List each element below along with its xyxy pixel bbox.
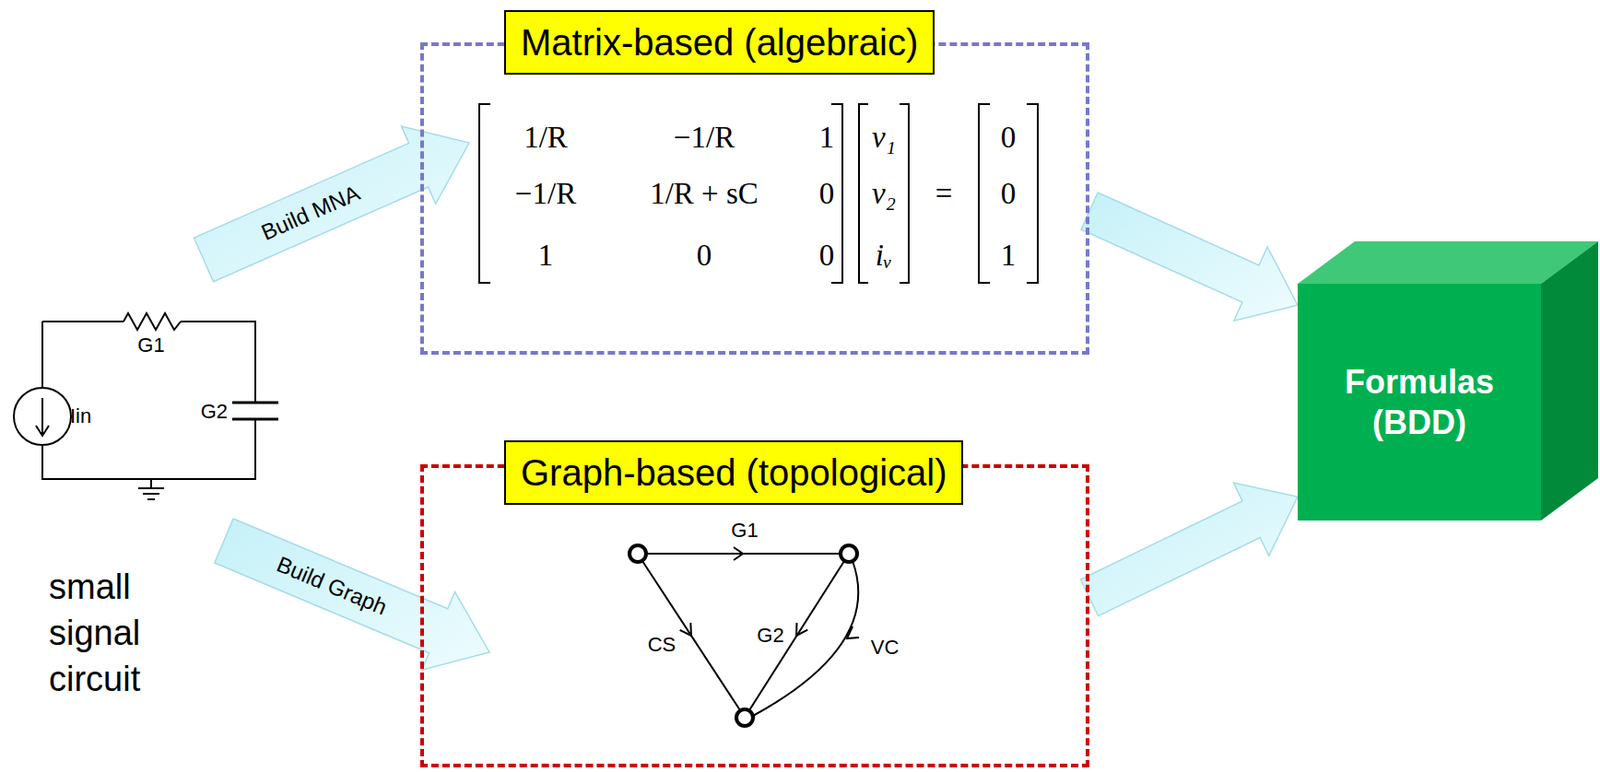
component-name: Iin — [70, 404, 92, 429]
vector-cell: 0 — [1000, 176, 1017, 212]
graph-panel: Graph-based (topological) — [420, 464, 1090, 768]
matrix-bracket — [1026, 104, 1038, 283]
capacitor-symbol — [232, 402, 279, 420]
matrix-cell: −1/R — [673, 120, 735, 155]
arrow-label: Build MNA — [257, 179, 364, 246]
current-source-arrow — [35, 398, 49, 436]
edge-name: G2 — [756, 623, 784, 648]
cube-side — [1541, 241, 1599, 521]
edge-direction — [733, 547, 743, 561]
matrix-cell: 0 — [696, 238, 713, 273]
matrix-cell: 1 — [819, 120, 836, 155]
component-name: G2 — [200, 400, 228, 424]
edge-direction — [680, 623, 692, 636]
block-arrow — [214, 518, 490, 671]
block-arrow-connector — [1080, 482, 1298, 616]
ground-symbol — [138, 479, 165, 500]
matrix-bracket — [978, 104, 990, 283]
component-name: G1 — [137, 333, 165, 358]
graph-edge — [752, 561, 859, 717]
vector-cell: iᵥ — [875, 238, 893, 273]
arrow-label: Build Graph — [272, 552, 391, 622]
matrix-cell: 0 — [819, 176, 836, 212]
equals-sign: = — [935, 176, 953, 212]
vector-cell: 1 — [1000, 238, 1017, 273]
matrix-bracket — [899, 104, 909, 283]
matrix-cell: 0 — [819, 238, 836, 273]
cube-text: Formulas (BDD) — [1327, 362, 1512, 444]
circuit-graph — [629, 545, 859, 727]
matrix-cell: −1/R — [515, 176, 577, 212]
resistor-symbol — [123, 313, 181, 330]
matrix-cell: 1 — [538, 238, 554, 273]
edge-name: G1 — [730, 518, 758, 543]
vector-cell: v₁ — [871, 120, 896, 155]
graph-edge — [642, 561, 741, 711]
graph-vertex — [629, 545, 647, 563]
current-source-symbol — [13, 388, 71, 446]
panel-heading: Graph-based (topological) — [504, 440, 964, 506]
edge-name: CS — [647, 633, 677, 658]
matrix-bracket — [479, 104, 1038, 283]
circuit-schematic — [13, 313, 279, 500]
edge-name: VC — [870, 635, 900, 660]
wire — [42, 321, 256, 480]
formulas-cube: Formulas (BDD) — [1297, 283, 1542, 521]
matrix-bracket — [479, 104, 491, 283]
matrix-cell: 1/R — [523, 120, 568, 155]
circuit-caption: small signal circuit — [48, 564, 188, 703]
edge-direction — [796, 623, 808, 636]
panel-heading: Matrix-based (algebraic) — [504, 10, 935, 75]
build-arrows — [194, 126, 490, 671]
block-arrow-connector — [1081, 192, 1298, 321]
graph-vertex — [840, 545, 858, 563]
graph-vertex — [736, 709, 753, 727]
vector-cell: v₂ — [871, 176, 896, 212]
vector-cell: 0 — [1000, 120, 1017, 155]
block-arrow — [194, 126, 470, 283]
edge-direction — [847, 626, 859, 639]
matrix-cell: 1/R + sC — [649, 176, 759, 212]
matrix-bracket — [858, 104, 869, 283]
